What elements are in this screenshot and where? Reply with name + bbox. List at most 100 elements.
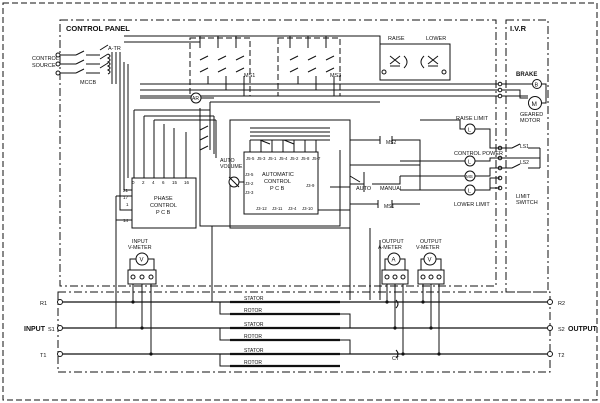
rotor-label-3: ROTOR	[244, 360, 262, 366]
ms1-label: MS1	[244, 73, 255, 79]
meter-terminal-blocks	[127, 269, 445, 285]
limit-switch-label-1: LIMIT	[516, 194, 531, 200]
control-source-terminal-1	[55, 52, 61, 58]
meter-wiring	[129, 200, 442, 300]
phase-terminals-top: 0 2 4 6 15 16	[132, 180, 190, 185]
phase-control-label-3: P C B	[156, 210, 171, 216]
automatic-control-label-2: CONTROL	[264, 179, 291, 185]
phase-terminal-4: 4	[152, 180, 155, 185]
atr-transformer	[106, 52, 121, 84]
motor-bus-lines	[124, 35, 500, 103]
ms3-label: MS3	[330, 73, 341, 79]
brake-label: BRAKE	[516, 72, 537, 78]
rotor-label-2: ROTOR	[244, 334, 262, 340]
ms3-contactor	[277, 37, 341, 97]
s1-label: S1	[48, 327, 55, 333]
output-ameter-label-1: OUTPUT	[382, 239, 405, 245]
pcb-terminal-j5-8: J5-8	[301, 156, 310, 161]
pcb-terminal-j5-7: J5-7	[312, 156, 321, 161]
auto-volume-label-1: AUTO	[220, 158, 235, 164]
r2-terminal	[547, 299, 553, 305]
limit-switches	[500, 143, 541, 169]
output-ameter-symbol: A	[392, 258, 396, 264]
phase-terminal-2: 2	[142, 180, 145, 185]
t2-terminal	[547, 351, 553, 357]
output-vmeter-label-1: OUTPUT	[420, 239, 443, 245]
control-panel-title: CONTROL PANEL	[66, 24, 130, 33]
ms-lamp-symbol: MS	[466, 174, 473, 179]
brake-symbol: B	[535, 83, 539, 89]
phase-terminal-0: 0	[132, 180, 135, 185]
control-source-terminal-3	[55, 70, 61, 76]
pcb-terminal-j5-2: J5-2	[290, 156, 299, 161]
lower-label: LOWER	[426, 36, 446, 42]
raise-limit-label: RAISE LIMIT	[456, 116, 489, 122]
input-vmeter-symbol: V	[140, 258, 144, 264]
phase-terminal-6: 6	[162, 180, 165, 185]
input-label: INPUT	[24, 326, 46, 333]
pcb-terminal-j5-4: J5-4	[279, 156, 288, 161]
auto-manual-switch	[199, 108, 421, 227]
pcb-terminals-top: J5-5 J5-3 J5-1 J5-4 J5-2 J5-8 J5-7	[246, 156, 321, 161]
pcb-terminal-j3-11: J3-11	[272, 206, 283, 211]
control-source-label-2: SOURCE	[32, 63, 56, 69]
pcb-top-bus	[249, 127, 330, 152]
stator-label-1: STATOR	[244, 296, 264, 302]
pcb-outer-frame	[229, 119, 351, 229]
raise-lower-switches	[389, 55, 439, 69]
phase-control-label-1: PHASE	[154, 196, 173, 202]
control-source-label-1: CONTROL	[32, 56, 59, 62]
geared-motor-label-2: MOTOR	[520, 118, 540, 124]
phase-control-label-2: CONTROL	[150, 203, 177, 209]
phase-terminal-15: 15	[172, 180, 178, 185]
auto-volume-wiring	[228, 176, 244, 188]
pcb-terminal-j5-3: J5-3	[257, 156, 266, 161]
stator-label-3: STATOR	[244, 348, 264, 354]
power-tap-dots	[131, 300, 441, 356]
phase-terminals-left: 21 17 1 14	[123, 188, 129, 223]
ar-label: AR	[192, 96, 199, 102]
output-ameter-label-2: A-METER	[378, 245, 402, 251]
transformer-box	[57, 291, 551, 373]
control-source-wiring	[60, 44, 109, 74]
power-tap-lines	[115, 220, 440, 354]
pcb-terminals-bottom: J3-12 J3-11 J3-4 J3-10	[256, 206, 313, 211]
control-power-label: CONTROL POWER	[454, 151, 503, 157]
input-vmeter-label-2: V-METER	[128, 245, 152, 251]
control-panel-box	[59, 19, 497, 287]
ms1-contactor	[189, 37, 251, 97]
raise-terminal	[381, 69, 387, 75]
output-vmeter-symbol: V	[428, 258, 432, 264]
output-vmeter-label-2: V-METER	[416, 245, 440, 251]
raise-limit-lamp-symbol: L	[468, 128, 471, 134]
pcb-terminal-j3-5: J3-5	[245, 172, 254, 177]
auto-volume-label-2: VOLUME	[220, 164, 243, 170]
lower-limit-label: LOWER LIMIT	[454, 202, 490, 208]
t2-label: T2	[558, 353, 564, 359]
raise-lower-box	[379, 43, 451, 81]
pcb-terminal-j3-2: J3-2	[245, 181, 254, 186]
pcb-terminal-j3-10: J3-10	[302, 206, 313, 211]
pcb-terminal-j3-9: J3-9	[306, 183, 315, 188]
s2-label: S2	[558, 327, 565, 333]
limit-switch-label-2: SWITCH	[516, 200, 538, 206]
pcb-terminals-left: J3-5 J3-2 J3-3	[245, 172, 254, 195]
lamp-wiring	[400, 119, 500, 191]
pcb-top-caps	[259, 139, 295, 145]
ls1-label: LS1	[520, 144, 529, 150]
output-label: OUTPUT	[568, 326, 598, 333]
phase-terminal-1: 1	[126, 202, 129, 207]
rotor-label-1: ROTOR	[244, 308, 262, 314]
lower-limit-lamp-symbol: L	[468, 189, 471, 195]
s1-terminal	[57, 325, 63, 331]
ivr-box	[505, 19, 549, 293]
automatic-control-pcb	[243, 151, 319, 215]
stator-label-2: STATOR	[244, 322, 264, 328]
pcb-terminal-j3-12: J3-12	[256, 206, 267, 211]
ct-symbol	[395, 299, 399, 359]
r2-label: R2	[558, 301, 565, 307]
t1-label: T1	[40, 353, 46, 359]
control-source-terminal-2	[55, 61, 61, 67]
